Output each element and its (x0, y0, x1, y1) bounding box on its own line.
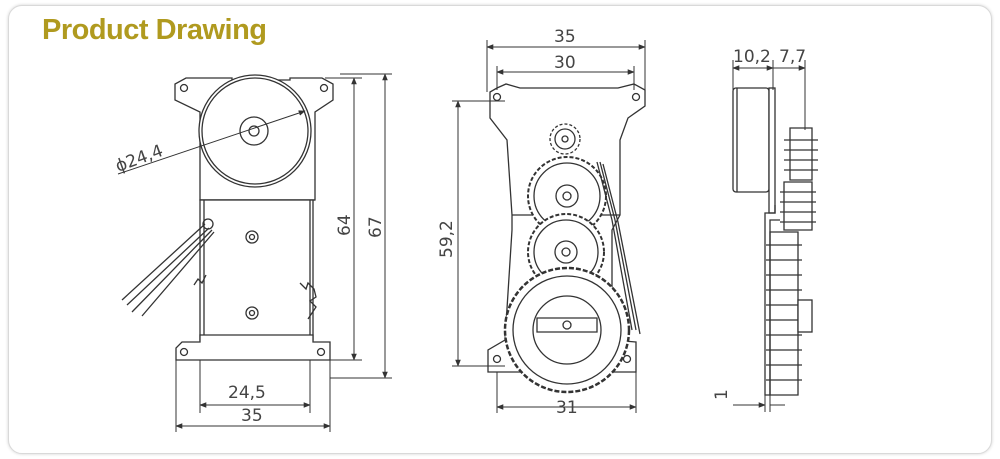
side-dimension-lines (732, 60, 806, 412)
side-motor (732, 87, 770, 193)
front-dimension-lines (117, 73, 392, 432)
gear-mount-hole-tr (631, 92, 641, 102)
side-dim-bottom-left: 1 (712, 389, 732, 400)
front-body (199, 199, 314, 341)
gear-view (487, 83, 646, 394)
side-gear-stack-bottom (766, 231, 802, 396)
front-mount-hole-bl (179, 347, 189, 357)
gear-dim-top-inner: 30 (554, 53, 576, 73)
side-output-hub (797, 299, 813, 333)
front-dim-height-inner: 64 (335, 214, 355, 236)
drawing-frame (8, 5, 992, 454)
front-motor-shaft (248, 125, 260, 137)
front-dim-diameter: ϕ24,4 (113, 141, 166, 177)
side-view (732, 87, 818, 396)
gear-lead-wires (596, 161, 641, 335)
front-dim-height-outer: 67 (366, 216, 386, 238)
front-lead-wires (121, 223, 215, 317)
gear-mount-hole-br (622, 354, 632, 364)
gear-mount-hole-bl (492, 354, 502, 364)
gear-output-key (536, 317, 598, 333)
front-mount-hole-br (316, 347, 326, 357)
side-gear-stack-mid (780, 181, 816, 231)
side-dim-top-right: 7,7 (779, 47, 806, 67)
front-view (121, 74, 334, 361)
front-motor-can-inner (201, 77, 309, 185)
front-mount-hole-tr (319, 83, 329, 93)
gear-dimension-lines (452, 40, 646, 413)
front-motor-can (198, 74, 312, 188)
side-dim-top-left: 10,2 (733, 47, 771, 67)
gear-dim-bottom: 31 (556, 398, 578, 418)
gear-dim-top-outer: 35 (554, 27, 576, 47)
front-dim-bottom-outer: 35 (241, 406, 263, 426)
side-gear-stack-top (784, 127, 818, 181)
front-dim-bottom-inner: 24,5 (228, 383, 266, 403)
front-screw-upper (245, 230, 259, 244)
front-mount-hole-tl (179, 83, 189, 93)
side-plate (768, 87, 776, 214)
page-title: Product Drawing (42, 14, 267, 46)
front-motor-boss (239, 116, 269, 146)
side-bracket (764, 205, 780, 396)
front-bottom-flange (175, 334, 331, 361)
front-screw-lower (245, 306, 259, 320)
gear-output (503, 266, 631, 394)
front-rear-gear (193, 274, 317, 320)
gear-dim-height: 59,2 (437, 220, 457, 258)
